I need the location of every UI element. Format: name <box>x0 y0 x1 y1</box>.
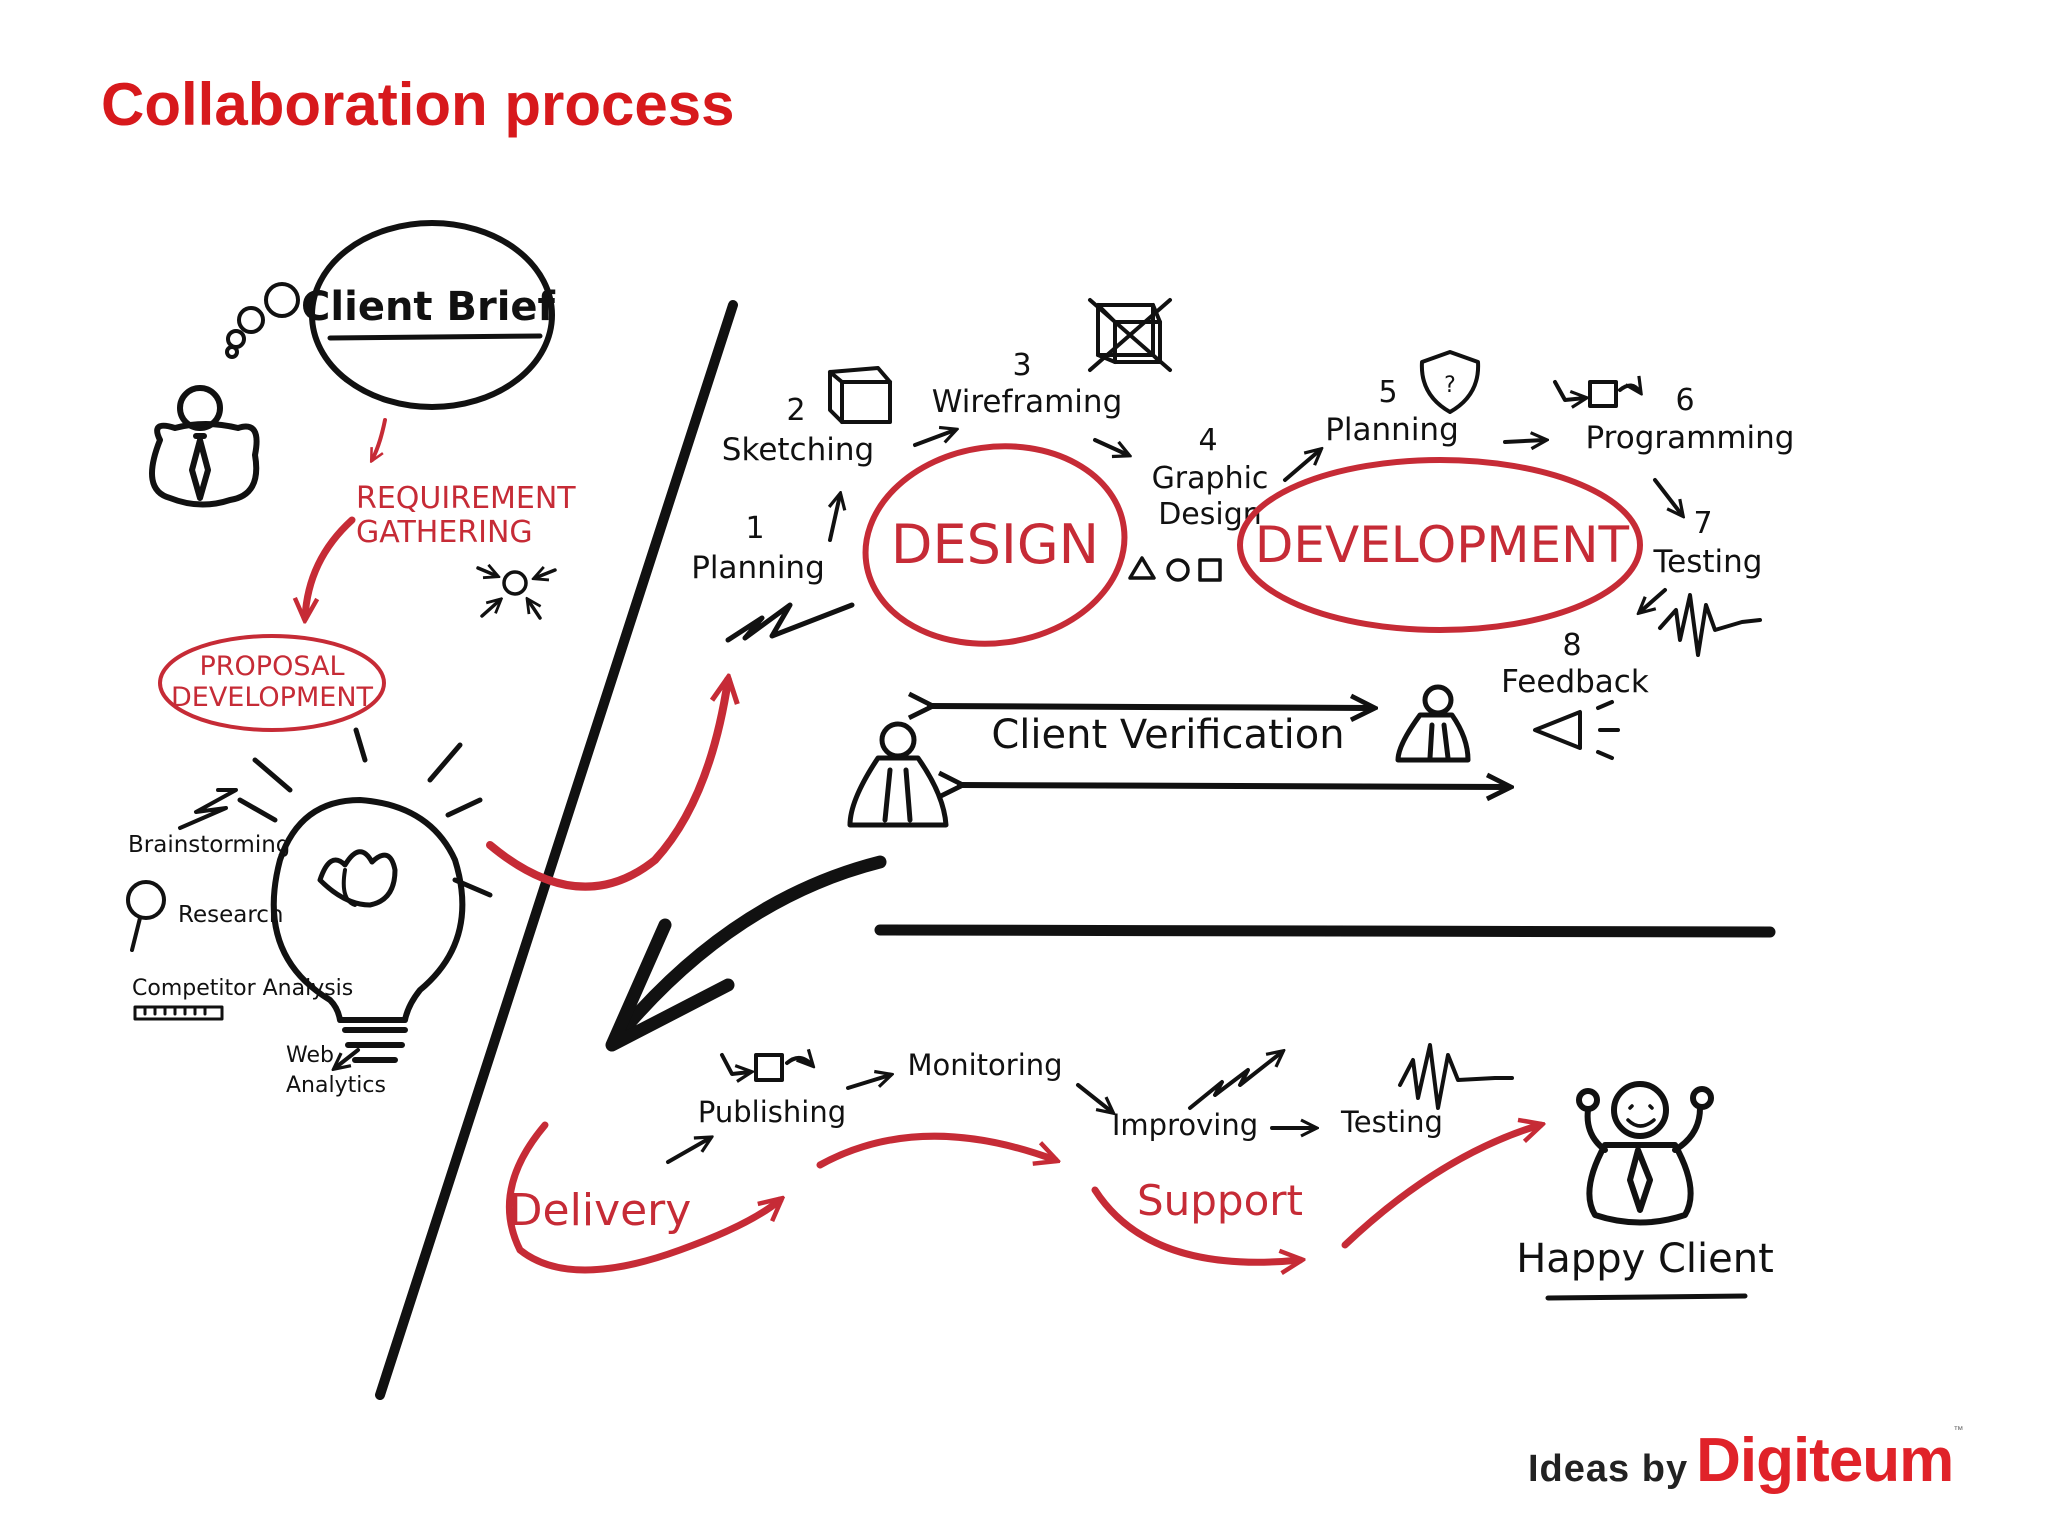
competitor-analysis-label: Competitor Analysis <box>132 976 353 1001</box>
publishing-to-monitoring-arrow <box>846 1075 890 1090</box>
step-5-number: 5 <box>1378 375 1397 410</box>
page-title: Collaboration process <box>101 71 735 138</box>
publishing-label: Publishing <box>698 1095 846 1129</box>
graphic-to-dev-planning-arrow <box>1283 450 1320 482</box>
proposal-development-oval <box>158 634 386 732</box>
development-label: DEVELOPMENT <box>1255 516 1630 574</box>
ruler-icon <box>133 1005 224 1021</box>
support-testing-graph-icon <box>1398 1043 1514 1110</box>
cycle-icon <box>1553 382 1640 406</box>
client-thinking-figure <box>149 385 260 508</box>
step-3-label: Wireframing <box>932 384 1123 420</box>
verification-arrow-bottom <box>960 785 1508 787</box>
step-6-number: 6 <box>1675 383 1694 418</box>
happy-client-figure <box>1576 1081 1714 1226</box>
step-4-number: 4 <box>1198 423 1217 458</box>
client-verification-label: Client Verification <box>991 712 1344 758</box>
web-analytics-label-2: Analytics <box>286 1073 386 1098</box>
brainstorming-label: Brainstorming <box>128 832 290 858</box>
step-1-number: 1 <box>745 511 764 546</box>
brief-down-arrow <box>372 418 387 460</box>
step-4-label-1: Graphic <box>1152 461 1269 496</box>
client-figure-left <box>847 721 949 828</box>
svg-text:?: ? <box>1444 373 1456 398</box>
requirement-gathering-label-1: REQUIREMENT <box>356 481 576 516</box>
improving-label: Improving <box>1112 1108 1258 1142</box>
development-oval <box>1237 457 1643 633</box>
requirement-to-proposal-arrow <box>305 516 356 618</box>
support-label: Support <box>1137 1176 1303 1225</box>
dev-planning-to-programming-arrow <box>1503 440 1545 442</box>
web-analytics-label-1: Web <box>286 1043 334 1068</box>
magnifier-icon <box>126 880 166 952</box>
step-7-label: Testing <box>1653 544 1763 580</box>
step-3-number: 3 <box>1012 348 1031 383</box>
step-6-label: Programming <box>1586 420 1795 456</box>
bulb-to-design-arrow <box>486 680 728 891</box>
step-7-number: 7 <box>1693 506 1712 541</box>
proposal-development-label-2: DEVELOPMENT <box>171 682 374 713</box>
design-label: DESIGN <box>891 513 1099 576</box>
to-delivery-big-arrow <box>608 855 887 1047</box>
wireframe-cube-icon <box>1088 298 1172 372</box>
requirement-gathering-label-2: GATHERING <box>356 515 533 550</box>
section-divider-line <box>874 924 1776 938</box>
testing-to-feedback-arrow <box>1640 588 1667 612</box>
brand-name: Digiteum <box>1696 1426 1954 1495</box>
testing-graph-icon <box>1658 593 1762 657</box>
delivery-label: Delivery <box>509 1185 692 1236</box>
wireframing-to-graphic-arrow <box>1093 438 1128 455</box>
happy-client-underline <box>1545 1293 1748 1301</box>
brainstorm-lightning-icon <box>178 788 238 830</box>
step-2-number: 2 <box>786 393 805 428</box>
publishing-to-support-arrow <box>816 1132 1055 1169</box>
design-oval <box>862 443 1128 647</box>
improving-growth-icon <box>1188 1052 1282 1110</box>
shield-question-icon: ? <box>1419 350 1481 414</box>
publishing-cycle-icon <box>720 1055 812 1080</box>
client-brief-label: Client Brief <box>301 284 555 330</box>
support-to-happy-client-arrow <box>1341 1125 1540 1249</box>
client-brief-underline <box>327 333 543 341</box>
programming-to-testing-arrow <box>1653 478 1682 515</box>
target-icon <box>476 568 557 620</box>
client-brief-bubble <box>309 220 555 410</box>
cube-icon <box>828 366 892 424</box>
research-label: Research <box>178 902 284 928</box>
step-2-label: Sketching <box>722 432 874 468</box>
delivery-loop-arrow <box>505 1121 780 1274</box>
happy-client-label: Happy Client <box>1516 1236 1774 1282</box>
planning-to-sketching-arrow <box>830 495 840 542</box>
step-5-label: Planning <box>1325 412 1459 448</box>
shapes-icon <box>1128 556 1222 582</box>
delivery-to-publishing-arrow <box>666 1138 710 1164</box>
proposal-development-label-1: PROPOSAL <box>200 651 345 682</box>
client-figure-right <box>1395 684 1471 763</box>
brand-trademark: ™ <box>1953 1425 1964 1436</box>
testing-label: Testing <box>1340 1105 1443 1139</box>
planning-squiggle <box>725 602 855 643</box>
thought-bubbles <box>225 282 300 359</box>
megaphone-icon <box>1533 700 1620 760</box>
monitoring-to-improving-arrow <box>1076 1083 1112 1112</box>
step-8-number: 8 <box>1562 628 1581 663</box>
step-1-label: Planning <box>691 550 825 586</box>
sketching-to-wireframing-arrow <box>913 430 955 447</box>
to-delivery-arrowhead <box>605 918 735 1052</box>
verification-arrow-top <box>930 706 1372 708</box>
brand-prefix: Ideas by <box>1528 1448 1689 1490</box>
lightbulb-icon <box>237 727 493 1063</box>
separator-line <box>375 300 738 1400</box>
support-lower-arrow <box>1091 1186 1300 1262</box>
step-8-label: Feedback <box>1501 664 1649 700</box>
monitoring-label: Monitoring <box>907 1048 1062 1082</box>
web-analytics-arrow <box>335 1048 360 1068</box>
